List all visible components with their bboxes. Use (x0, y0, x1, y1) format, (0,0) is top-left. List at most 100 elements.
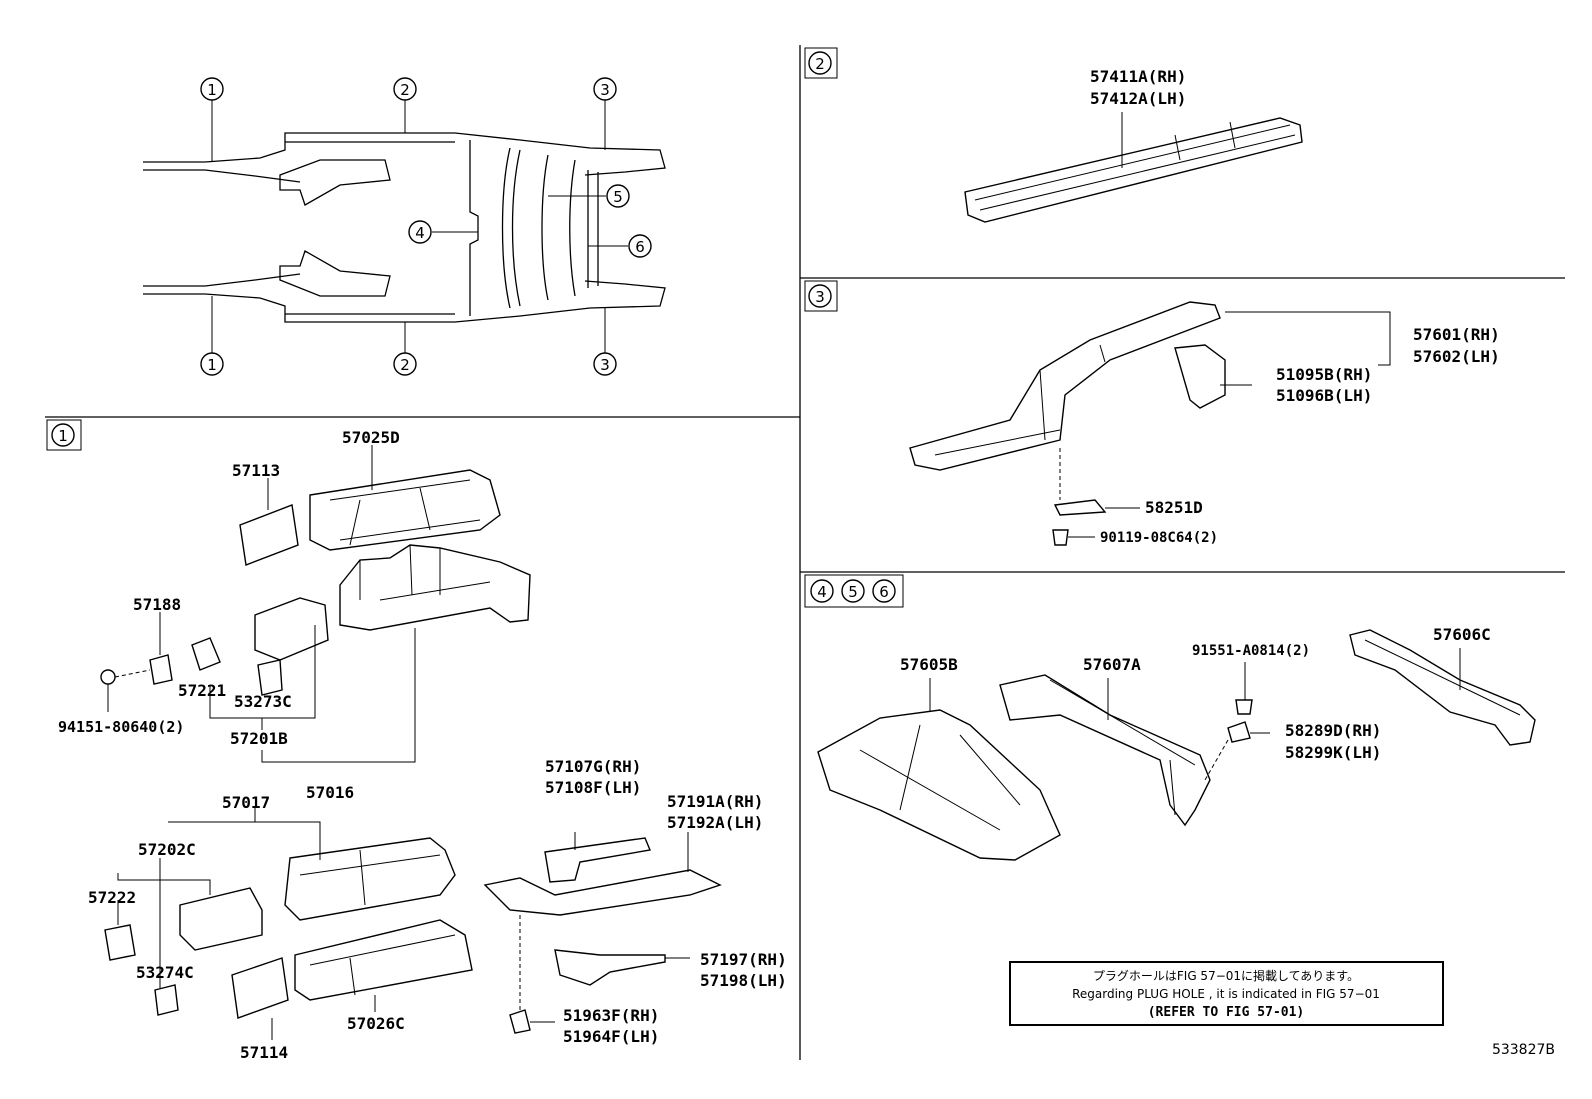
label-57602: 57602(LH) (1413, 347, 1500, 366)
callout-6 (628, 234, 652, 258)
part-57222-shape (104, 924, 136, 961)
svg-text:3: 3 (815, 288, 825, 306)
label-53274C: 53274C (136, 963, 194, 982)
part-57017-shape (284, 837, 456, 921)
part-57201B-shape (254, 597, 329, 661)
callout-5 (606, 184, 630, 208)
callout-3-bottom-label: 3 (600, 356, 610, 374)
section-dividers (45, 45, 1565, 1060)
section-456-header: 4 5 6 (804, 574, 904, 608)
label-57605B: 57605B (900, 655, 958, 674)
label-57114: 57114 (240, 1043, 288, 1062)
note-english: Regarding PLUG HOLE , it is indicated in… (1072, 987, 1380, 1001)
label-57202C: 57202C (138, 840, 196, 859)
label-57222: 57222 (88, 888, 136, 907)
part-57113-shape (239, 504, 299, 566)
part-57107G-shape (544, 837, 651, 883)
callout-3-bottom (593, 352, 617, 376)
label-90119: 90119-08C64(2) (1100, 530, 1218, 546)
part-57191A-shape (483, 869, 722, 916)
label-57412A: 57412A(LH) (1090, 89, 1186, 108)
part-94151-shape (100, 669, 116, 685)
part-57026C-shape (294, 919, 473, 1001)
label-57017: 57017 (222, 793, 270, 812)
section-2-header: 2 (804, 47, 838, 79)
callout-2-bottom (393, 352, 417, 376)
part-53273C-shape (257, 659, 283, 696)
label-57113: 57113 (232, 461, 280, 480)
label-57191A: 57191A(RH) (667, 792, 763, 811)
part-53274C-shape (154, 984, 179, 1016)
label-58289D: 58289D(RH) (1285, 721, 1381, 740)
part-57188-shape (149, 654, 173, 685)
part-57606C-shape (1349, 629, 1536, 746)
section-456-parts (817, 629, 1536, 861)
label-57607A: 57607A (1083, 655, 1141, 674)
callout-1-bottom (200, 352, 224, 376)
part-51963F-shape (509, 1009, 531, 1034)
label-57197: 57197(RH) (700, 950, 787, 969)
note-japanese: プラグホールはFIG 57−01に掲載してあります。 (1093, 968, 1359, 983)
part-57197-shape (554, 949, 666, 986)
label-58299K: 58299K(LH) (1285, 743, 1381, 762)
figure-id: 533827B (1492, 1042, 1555, 1058)
callout-1-bottom-label: 1 (207, 356, 217, 374)
label-51095B: 51095B(RH) (1276, 365, 1372, 384)
svg-text:1: 1 (58, 427, 68, 445)
callout-6-label: 6 (635, 238, 645, 256)
label-57025D: 57025D (342, 428, 400, 447)
note-reference: (REFER TO FIG 57-01) (1148, 1005, 1305, 1020)
label-57108F: 57108F(LH) (545, 778, 641, 797)
callout-1-top-label: 1 (207, 81, 217, 99)
callout-2-top-label: 2 (400, 81, 410, 99)
part-58289D-shape (1227, 721, 1251, 743)
callout-4 (408, 220, 432, 244)
label-51096B: 51096B(LH) (1276, 386, 1372, 405)
part-57114-shape (231, 957, 289, 1019)
label-91551: 91551-A0814(2) (1192, 643, 1310, 659)
overview-callouts: 1 2 3 4 5 6 1 2 3 (200, 77, 652, 376)
part-90119-shape (1052, 529, 1069, 546)
label-57411A: 57411A(RH) (1090, 67, 1186, 86)
part-57605B-shape (817, 709, 1061, 861)
svg-text:4: 4 (817, 583, 827, 601)
part-57601-shape (909, 301, 1221, 471)
section-1-header: 1 (46, 419, 82, 451)
section-2-parts (964, 112, 1303, 223)
label-57221: 57221 (178, 681, 226, 700)
part-57202C-shape (179, 887, 263, 951)
label-53273C: 53273C (234, 692, 292, 711)
section-1-parts (100, 445, 722, 1040)
label-57606C: 57606C (1433, 625, 1491, 644)
callout-1-top (200, 77, 224, 101)
label-94151: 94151-80640(2) (58, 718, 184, 736)
part-51095B-shape (1174, 344, 1226, 409)
svg-text:2: 2 (815, 55, 825, 73)
part-58251D-shape (1053, 499, 1107, 516)
part-labels: 57025D 57113 57188 57221 53273C 94151-80… (58, 67, 1500, 1062)
callout-3-top-label: 3 (600, 81, 610, 99)
section-3-header: 3 (804, 280, 838, 312)
part-57221-shape (191, 637, 221, 671)
part-57025D-shape (309, 469, 501, 551)
chassis-overview (143, 97, 666, 354)
label-57188: 57188 (133, 595, 181, 614)
svg-text:6: 6 (879, 583, 889, 601)
callout-4-label: 4 (415, 224, 425, 242)
label-57016: 57016 (306, 783, 354, 802)
callout-3-top (593, 77, 617, 101)
label-57201B: 57201B (230, 729, 288, 748)
label-57026C: 57026C (347, 1014, 405, 1033)
part-91551-shape (1235, 699, 1253, 715)
section-3-parts (909, 301, 1391, 546)
svg-text:5: 5 (848, 583, 858, 601)
label-57601: 57601(RH) (1413, 325, 1500, 344)
part-57411A-shape (964, 117, 1303, 223)
plug-hole-note: プラグホールはFIG 57−01に掲載してあります。 Regarding PLU… (1009, 961, 1444, 1026)
callout-2-top (393, 77, 417, 101)
callout-2-bottom-label: 2 (400, 356, 410, 374)
label-57198: 57198(LH) (700, 971, 787, 990)
label-57192A: 57192A(LH) (667, 813, 763, 832)
label-51963F: 51963F(RH) (563, 1006, 659, 1025)
